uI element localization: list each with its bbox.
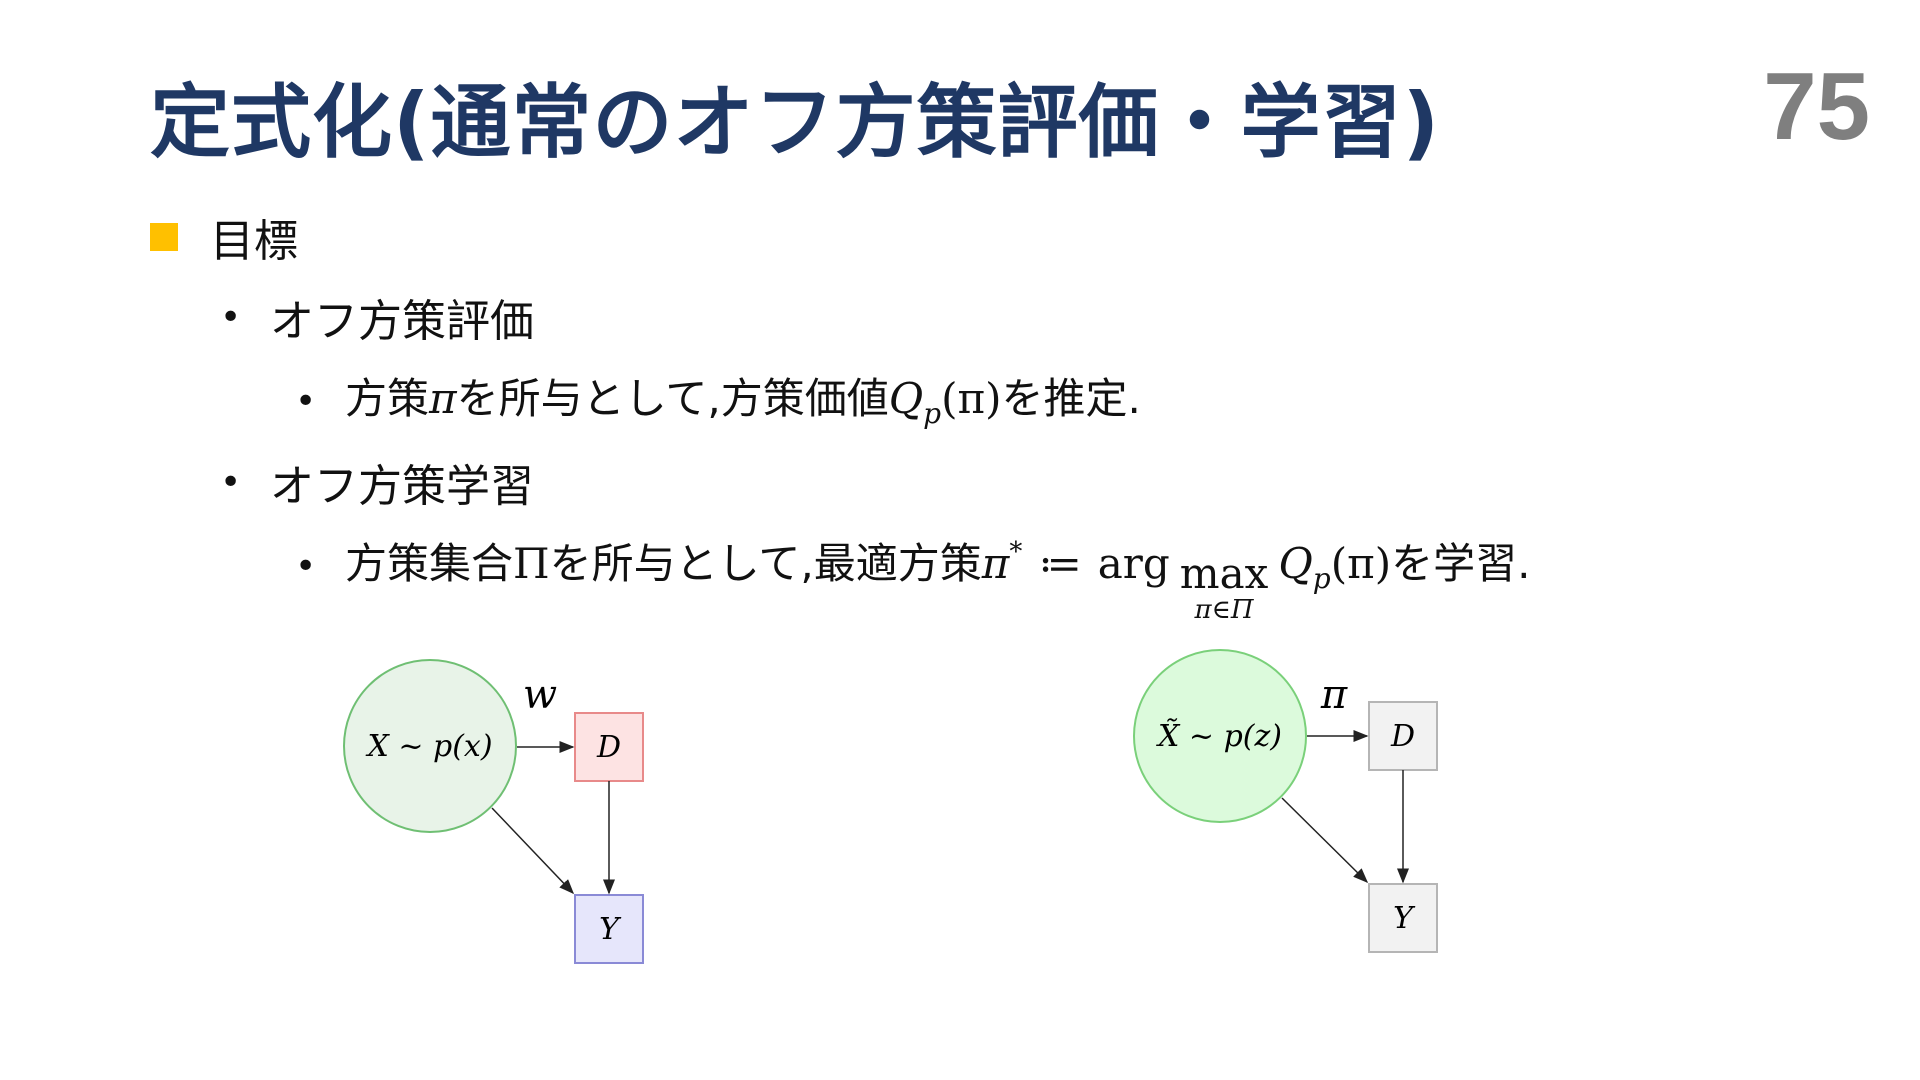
right-diagram: X̃ ~ p(z) D Y π — [1133, 649, 1438, 953]
right-outcome-node — [1368, 883, 1438, 953]
left-arrow-context-outcome — [491, 807, 575, 895]
opl-max: max — [1179, 549, 1269, 598]
left-context-node — [343, 659, 517, 833]
left-outcome-node — [574, 894, 644, 964]
right-context-label: X̃ ~ p(z) — [1156, 719, 1282, 754]
opl-policy-set: Π — [513, 539, 550, 588]
ope-prefix: 方策 — [345, 374, 430, 423]
opl-arg: arg — [1097, 539, 1170, 588]
right-action-node — [1368, 701, 1438, 771]
slide-title: 定式化(通常のオフ方策評価・学習) — [150, 76, 1441, 169]
ope-pi: π — [429, 374, 457, 423]
opl-argmax: max π∈Π — [1179, 549, 1269, 625]
right-arrow-context-outcome — [1281, 797, 1369, 884]
bullet-dot-icon: • — [295, 546, 317, 587]
right-context-node — [1133, 649, 1307, 823]
left-context-label: X ~ p(x) — [365, 729, 492, 764]
opl-heading: オフ方策学習 — [270, 461, 534, 512]
opl-middle: を所与として,最適方策 — [549, 539, 982, 588]
goal-item: 目標 — [150, 205, 298, 269]
left-outcome-label: Y — [599, 912, 622, 947]
ope-suffix: を推定. — [1001, 374, 1141, 423]
opl-q-subscript: p — [1312, 562, 1331, 595]
ope-middle: を所与として,方策価値 — [456, 374, 889, 423]
opl-q-arg: (π) — [1330, 539, 1392, 588]
right-outcome-label: Y — [1393, 901, 1416, 936]
left-action-label: D — [596, 730, 621, 765]
opl-prefix: 方策集合 — [345, 539, 514, 588]
bullet-dot-icon: • — [295, 381, 317, 422]
opl-pi: π — [981, 539, 1010, 588]
ope-q: Q — [888, 374, 924, 423]
opl-max-under: π∈Π — [1194, 595, 1254, 625]
left-diagram: X ~ p(x) D Y w — [343, 659, 644, 964]
bullet-dot-icon: • — [220, 296, 242, 338]
right-edge-label: π — [1320, 672, 1348, 718]
page-number: 75 — [1763, 53, 1870, 160]
opl-heading-item: • オフ方策学習 — [220, 450, 534, 514]
opl-star: * — [1009, 537, 1023, 567]
opl-q: Q — [1278, 539, 1313, 588]
right-action-label: D — [1390, 719, 1415, 754]
ope-heading-item: • オフ方策評価 — [220, 285, 534, 349]
opl-suffix: を学習. — [1391, 539, 1531, 588]
ope-heading: オフ方策評価 — [270, 296, 534, 347]
bullet-dot-icon: • — [220, 461, 242, 503]
square-bullet-icon — [150, 223, 178, 251]
goal-label: 目標 — [210, 216, 298, 267]
left-action-node — [574, 712, 644, 782]
ope-q-subscript: p — [923, 397, 942, 430]
opl-assign: ≔ — [1038, 539, 1082, 588]
left-edge-label: w — [523, 672, 557, 718]
ope-q-arg: (π) — [941, 374, 1002, 423]
